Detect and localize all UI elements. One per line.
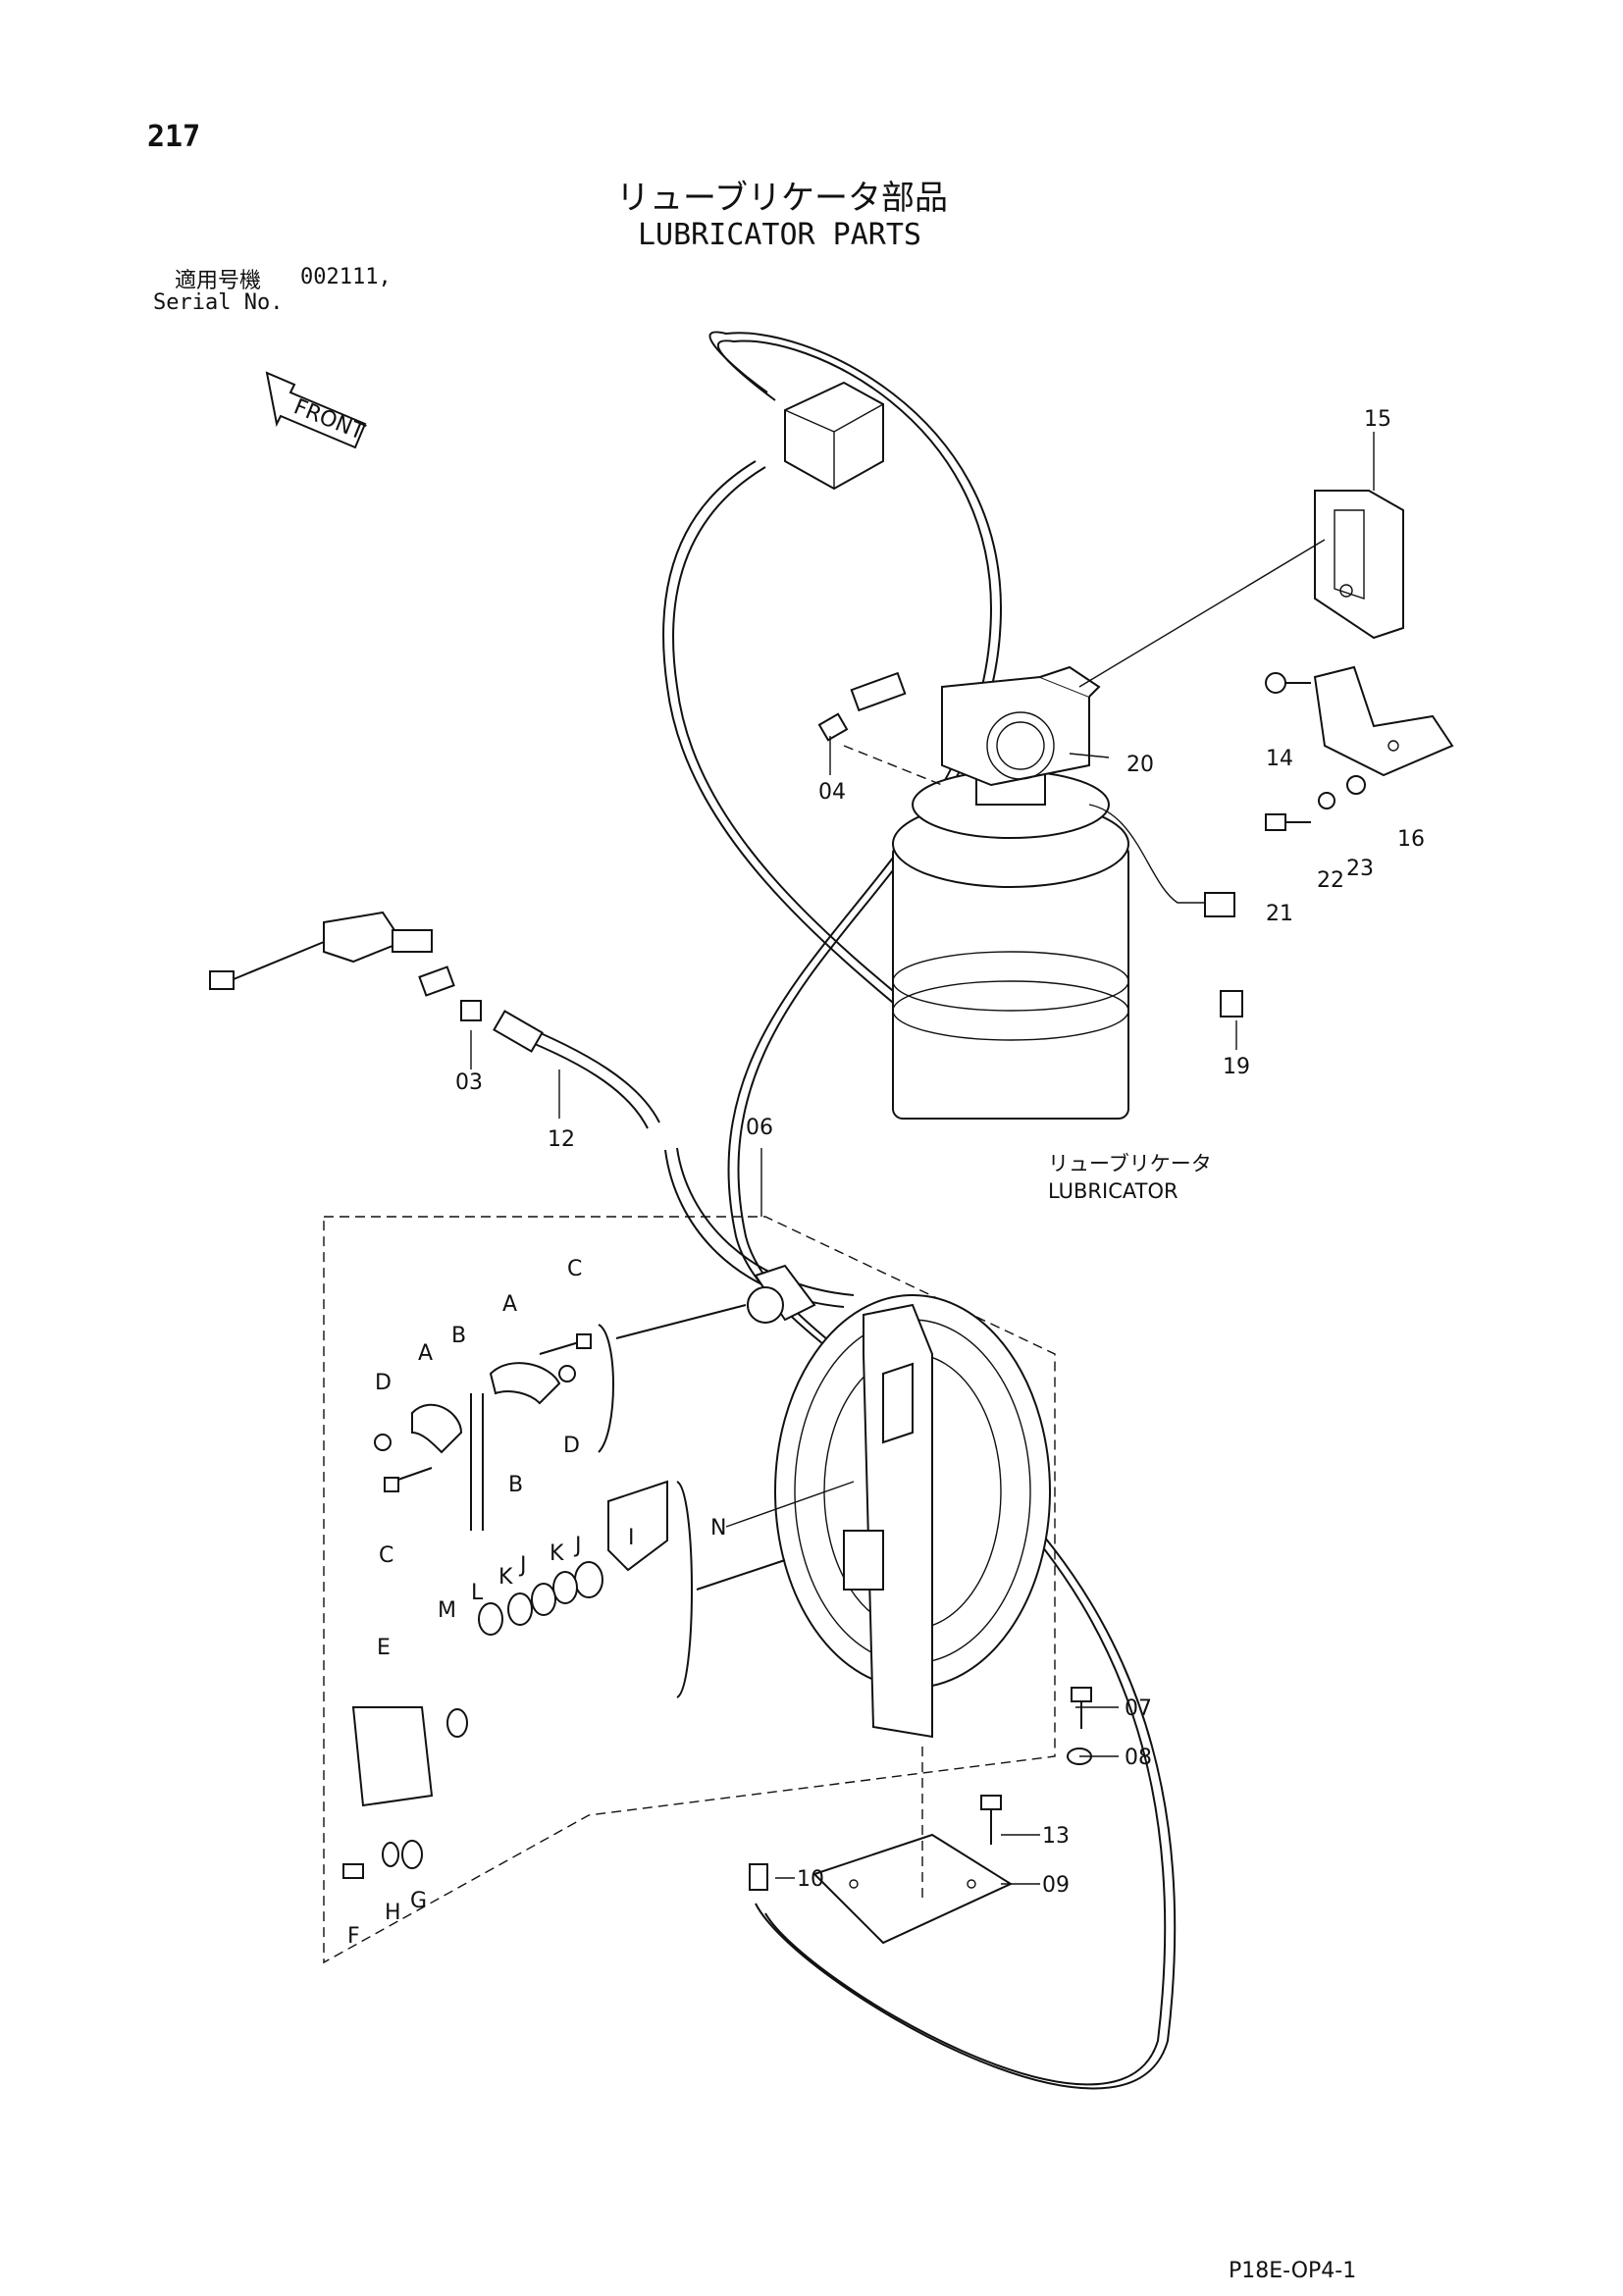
callout-K-top: K	[550, 1541, 564, 1566]
callout-A-top: A	[502, 1292, 517, 1317]
reel-assembly-frame	[323, 1216, 1056, 1964]
callout-I: I	[628, 1526, 635, 1550]
front-arrow-label: FRONT	[290, 394, 369, 445]
page-title-japanese: リューブリケータ部品	[616, 179, 948, 218]
callout-B-top: B	[451, 1324, 466, 1348]
fitting-04	[817, 671, 907, 742]
callout-04: 04	[818, 780, 846, 805]
callout-20: 20	[1126, 753, 1154, 777]
callout-03: 03	[455, 1070, 483, 1095]
bracket-15	[1314, 490, 1404, 640]
clamp-detail	[374, 1324, 614, 1531]
bolt-21	[1265, 813, 1311, 831]
callout-E: E	[377, 1636, 391, 1660]
lubricator-label-japanese: リューブリケータ	[1048, 1152, 1212, 1175]
callout-12: 12	[548, 1127, 575, 1152]
bolt-14	[1265, 672, 1311, 694]
callout-08: 08	[1125, 1746, 1152, 1770]
page-code: P18E-OP4-1	[1229, 2259, 1357, 2283]
callout-16: 16	[1397, 827, 1425, 852]
grease-nipple-10	[749, 1863, 768, 1891]
bolt-07	[1071, 1687, 1092, 1729]
callout-06: 06	[746, 1116, 773, 1140]
hoses	[499, 331, 1176, 2090]
callout-22: 22	[1317, 868, 1344, 893]
callout-H: H	[385, 1901, 401, 1925]
callout-M: M	[438, 1598, 456, 1623]
callout-D-left: D	[375, 1371, 392, 1395]
page-title-english: LUBRICATOR PARTS	[638, 218, 921, 252]
grease-gun-assembly	[209, 911, 455, 997]
fitting-03	[460, 1000, 482, 1021]
callout-N: N	[710, 1516, 726, 1540]
callout-D-right: D	[563, 1434, 580, 1458]
serial-number-value: 002111,	[300, 265, 392, 289]
callout-09: 09	[1042, 1873, 1070, 1898]
lubricator-label-english: LUBRICATOR	[1048, 1179, 1178, 1203]
washer-23	[1346, 775, 1366, 795]
washer-22	[1318, 792, 1335, 809]
serial-label-japanese: 適用号機	[175, 269, 262, 293]
callout-23: 23	[1346, 857, 1374, 881]
callout-B-bottom: B	[508, 1473, 523, 1497]
bolt-13	[980, 1795, 1002, 1845]
callout-leaders	[470, 432, 1375, 1885]
callout-10: 10	[797, 1867, 824, 1892]
callout-J-top: J	[573, 1534, 582, 1558]
bracket-16	[1313, 665, 1454, 777]
callout-C-top: C	[567, 1257, 582, 1281]
callout-14: 14	[1266, 747, 1293, 771]
swivel-detail	[342, 1480, 693, 1879]
hose-12	[493, 1010, 544, 1053]
callout-F: F	[347, 1924, 360, 1949]
callout-G: G	[410, 1889, 427, 1913]
callout-21: 21	[1266, 902, 1293, 926]
serial-label-english: Serial No.	[153, 290, 284, 315]
callout-19: 19	[1223, 1055, 1250, 1079]
callout-13: 13	[1042, 1824, 1070, 1849]
callout-L: L	[471, 1581, 484, 1605]
callout-15: 15	[1364, 407, 1391, 432]
callout-A-left: A	[418, 1341, 433, 1366]
page-number: 217	[147, 120, 201, 154]
hose-reel-06	[747, 1264, 1051, 1739]
junction-block	[784, 381, 884, 491]
base-plate-09	[812, 1833, 1014, 1945]
callout-J-mid: J	[518, 1553, 527, 1578]
callout-C-bottom: C	[379, 1543, 393, 1568]
lubricator-pump	[892, 665, 1243, 1120]
front-arrow: FRONT	[265, 371, 369, 449]
callout-07: 07	[1125, 1696, 1152, 1721]
callout-K-mid: K	[498, 1565, 513, 1590]
callout-numbers: 15 20 04 14 16 21 22 23 19 03 12 06 07 0…	[347, 407, 1425, 1949]
